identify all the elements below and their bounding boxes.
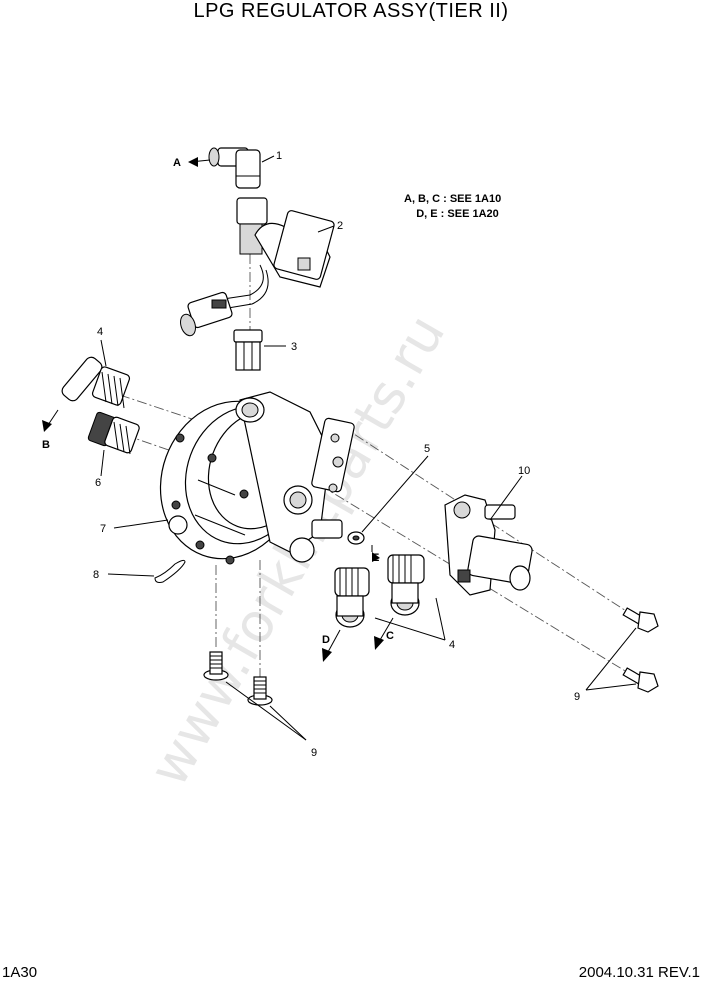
callout-8: 8 (93, 569, 155, 581)
callout-1: 1 (261, 150, 282, 163)
svg-text:D: D (322, 634, 330, 646)
callout-4-left: 4 (97, 326, 107, 367)
svg-text:6: 6 (95, 477, 101, 489)
part-elbow-fitting (208, 147, 261, 189)
callout-6: 6 (95, 449, 105, 489)
see-reference-note: A, B, C : SEE 1A10 D, E : SEE 1A20 (404, 192, 501, 222)
svg-text:4: 4 (97, 326, 103, 338)
svg-text:E: E (372, 552, 379, 564)
svg-text:5: 5 (424, 443, 430, 455)
callout-10: 10 (489, 465, 530, 521)
revision-date: 2004.10.31 REV.1 (578, 964, 700, 981)
svg-text:1: 1 (276, 150, 282, 162)
svg-text:C: C (386, 630, 394, 642)
part-hose-fitting-6 (87, 411, 140, 455)
callout-9-right: 9 (574, 627, 637, 703)
page-number: 1A30 (2, 964, 38, 981)
note-line-2: D, E : SEE 1A20 (404, 208, 499, 220)
part-bolt-9-upper-right (622, 607, 659, 633)
callout-2: 2 (317, 220, 343, 233)
svg-text:2: 2 (337, 220, 343, 232)
part-bracket-10 (444, 494, 533, 596)
svg-text:3: 3 (291, 341, 297, 353)
page-title: LPG REGULATOR ASSY(TIER II) (193, 0, 509, 22)
svg-text:9: 9 (311, 747, 317, 759)
svg-text:10: 10 (518, 465, 530, 477)
callout-5: 5 (361, 443, 430, 533)
centerline-bolt-upper (339, 424, 641, 621)
part-solenoid (209, 197, 335, 311)
callout-9-bottom: 9 (225, 681, 317, 759)
part-bolt-9-lower-right (622, 667, 659, 693)
svg-text:7: 7 (100, 523, 106, 535)
note-line-1: A, B, C : SEE 1A10 (404, 193, 502, 205)
part-hose-fitting-4-left: B (42, 356, 131, 451)
callout-3: 3 (264, 341, 297, 353)
callout-4-right: 4 (374, 597, 455, 651)
part-washer-5: E (311, 519, 380, 564)
part-hose-fitting-4-d: D (322, 567, 370, 662)
part-regulator-body (159, 391, 355, 565)
svg-text:A: A (173, 157, 181, 169)
part-bolt-9-left (203, 651, 229, 681)
svg-text:B: B (42, 439, 50, 451)
svg-text:4: 4 (449, 639, 455, 651)
part-fitting-3 (233, 329, 263, 371)
svg-text:8: 8 (93, 569, 99, 581)
part-clip-8 (154, 559, 186, 583)
svg-text:9: 9 (574, 691, 580, 703)
part-connector (180, 291, 233, 337)
arrow-a: A (173, 157, 211, 169)
callout-7: 7 (100, 519, 169, 535)
part-hose-fitting-4-c: C (374, 554, 425, 650)
